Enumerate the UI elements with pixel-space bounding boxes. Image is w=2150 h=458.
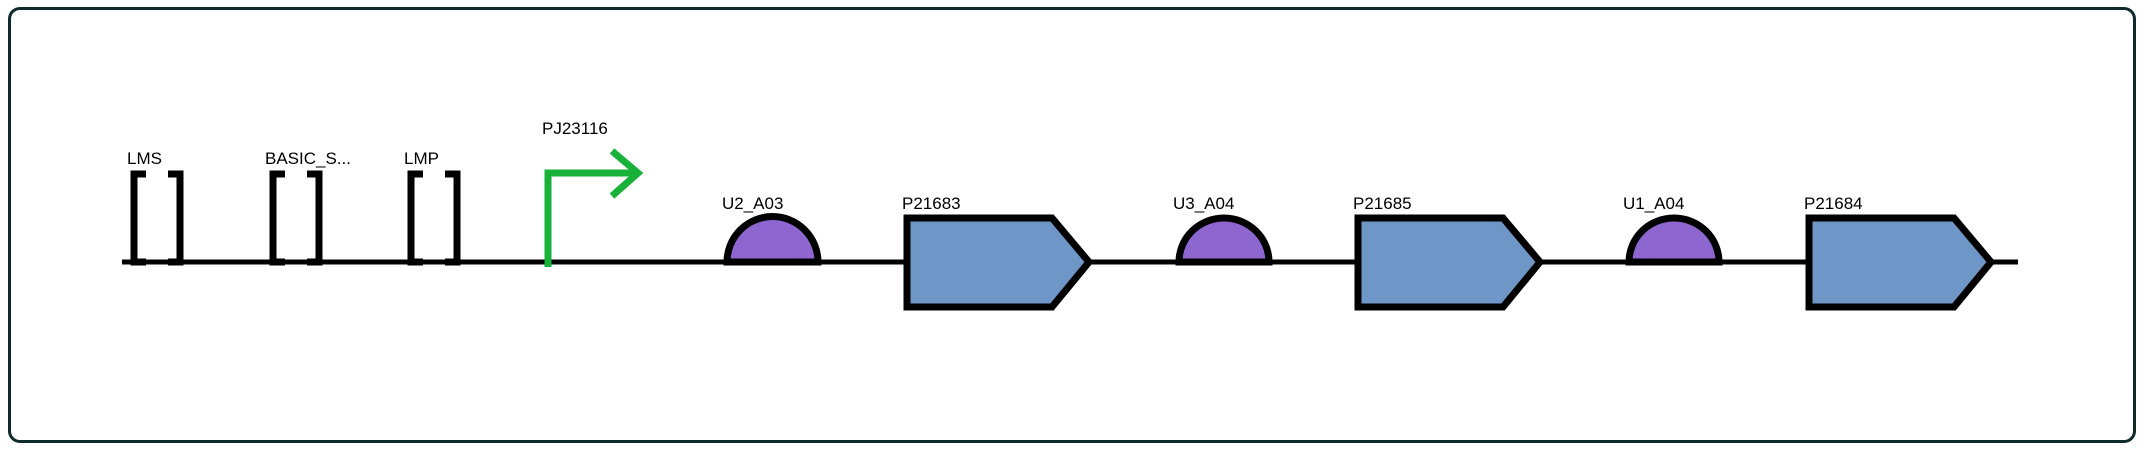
rbs-u3-a04-label: U3_A04 bbox=[1173, 194, 1234, 213]
promoter-pj23116-label: PJ23116 bbox=[542, 119, 608, 138]
cds-p21683: P21683 bbox=[902, 194, 1094, 311]
scar-basic-s: BASIC_S... bbox=[265, 149, 351, 266]
scar-lmp: LMP bbox=[404, 149, 461, 266]
cds-p21685: P21685 bbox=[1353, 194, 1545, 311]
scar-lms-label: LMS bbox=[127, 149, 162, 168]
scar-lmp-label: LMP bbox=[404, 149, 439, 168]
cds-p21685-label: P21685 bbox=[1353, 194, 1412, 213]
scar-basic-s-label: BASIC_S... bbox=[265, 149, 351, 168]
scar-lms: LMS bbox=[127, 149, 184, 266]
diagram-frame bbox=[8, 7, 2136, 443]
cds-p21683-label: P21683 bbox=[902, 194, 961, 213]
rbs-u2-a03-label: U2_A03 bbox=[722, 194, 783, 213]
cds-p21684: P21684 bbox=[1804, 194, 1996, 311]
rbs-u3-a04: U3_A04 bbox=[1173, 194, 1273, 266]
cds-p21684-label: P21684 bbox=[1804, 194, 1863, 213]
rbs-u2-a03: U2_A03 bbox=[722, 194, 822, 266]
rbs-u1-a04: U1_A04 bbox=[1623, 194, 1723, 266]
promoter-pj23116: PJ23116 bbox=[542, 119, 644, 267]
rbs-u1-a04-label: U1_A04 bbox=[1623, 194, 1684, 213]
